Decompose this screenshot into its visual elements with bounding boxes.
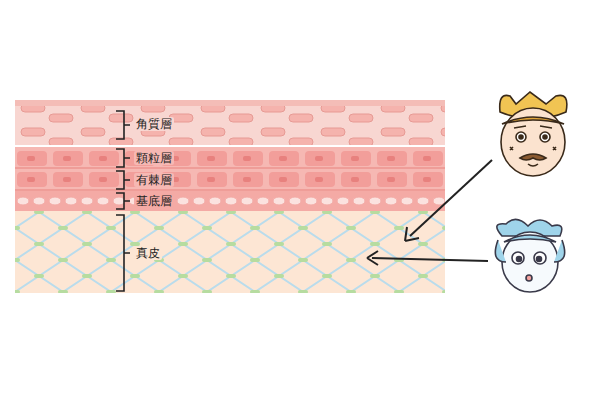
layer-label: 基底層 [134,194,174,208]
layer-label: 有棘層 [134,173,174,187]
layer-label: 顆粒層 [134,151,174,165]
layer-label: 真皮 [134,246,162,260]
layer-label: 角質層 [134,117,174,131]
